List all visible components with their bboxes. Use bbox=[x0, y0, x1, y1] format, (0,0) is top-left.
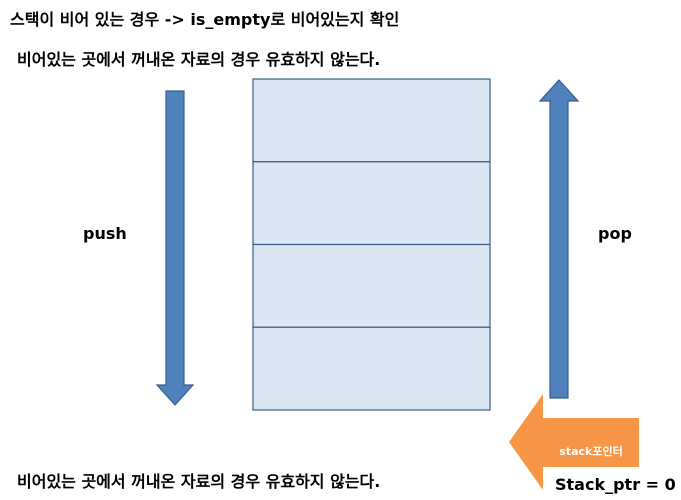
stack-pointer-arrow-icon bbox=[509, 394, 639, 490]
subtitle-top-text: 비어있는 곳에서 꺼내온 자료의 경우 유효하지 않는다. bbox=[17, 50, 381, 69]
stack-pointer-label: stack포인터 bbox=[559, 445, 623, 458]
stack-slots bbox=[252, 78, 491, 411]
subtitle-bottom-text: 비어있는 곳에서 꺼내온 자료의 경우 유효하지 않는다. bbox=[17, 472, 381, 491]
pop-label: pop bbox=[598, 224, 632, 243]
push-arrow-down-icon bbox=[155, 90, 195, 406]
stack-slot bbox=[252, 78, 491, 163]
pop-arrow-up-icon bbox=[538, 79, 580, 399]
title-text: 스택이 비어 있는 경우 -> is_empty로 비어있는지 확인 bbox=[10, 10, 400, 29]
stack-ptr-value: Stack_ptr = 0 bbox=[555, 475, 676, 494]
stack-slot bbox=[252, 243, 491, 328]
stack-slot bbox=[252, 326, 491, 411]
push-label: push bbox=[83, 224, 127, 243]
stack-slot bbox=[252, 161, 491, 246]
